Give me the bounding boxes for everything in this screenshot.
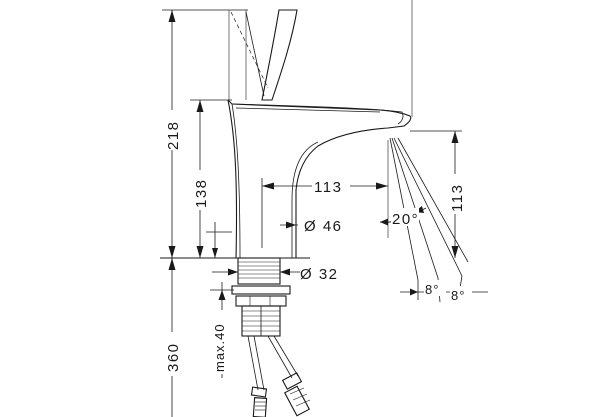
dimension-spout-reach: 113	[261, 176, 388, 248]
threaded-shank	[231, 257, 291, 337]
max-deck-label: max.40	[212, 323, 227, 372]
dimension-outlet-height: 113	[410, 130, 474, 258]
dimension-hose-length: 360	[160, 258, 184, 417]
dimension-spout-height: 138	[188, 99, 232, 258]
spout-reach-label: 113	[314, 179, 342, 196]
dimension-pillar-diameter: Ø 46	[280, 218, 343, 235]
faucet-body	[227, 99, 412, 259]
dimension-max-deck: max.40	[208, 282, 234, 378]
spout-height-label: 138	[193, 178, 210, 208]
spray-angle-right-label: 8°	[451, 288, 465, 303]
spray-angle-left-label: 8°	[425, 282, 439, 297]
pillar-diameter-label: Ø 46	[304, 218, 343, 235]
supply-hoses	[247, 335, 311, 417]
flow-angle-label: 20°	[392, 211, 419, 228]
dimension-flow-angle: 20°	[379, 206, 427, 228]
dimension-shank-diameter: Ø 32	[212, 266, 339, 283]
dimension-spray-angles: 8° 8°	[400, 275, 488, 303]
total-height-label: 218	[165, 120, 182, 150]
dimension-base-offset	[206, 222, 232, 258]
lever-handle	[228, 0, 413, 117]
dimension-total-height: 218	[160, 9, 248, 258]
shank-diameter-label: Ø 32	[300, 266, 339, 283]
hose-length-label: 360	[165, 342, 182, 372]
outlet-height-label: 113	[449, 184, 466, 212]
